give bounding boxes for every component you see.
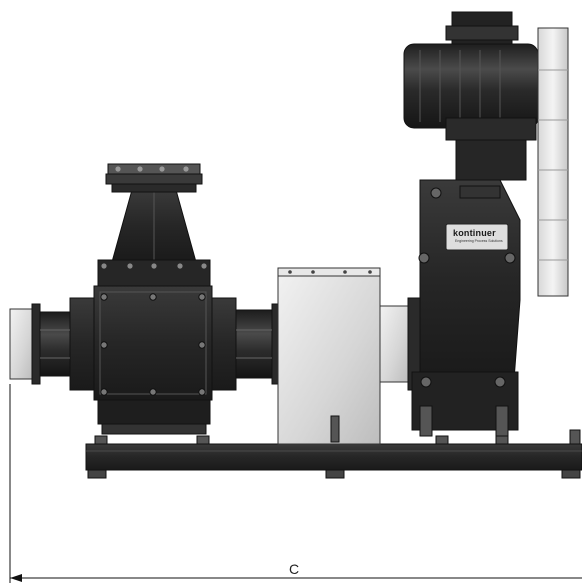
inlet-pipe [9, 297, 95, 391]
base-frame [85, 429, 582, 479]
brand-logo: kontinuer [453, 228, 496, 238]
coupling-guard [277, 267, 381, 445]
brand-tagline: Engineering Process Solutions [455, 239, 503, 243]
motor [403, 11, 539, 181]
fan-cover [537, 27, 569, 297]
dimension-label: C [289, 561, 300, 577]
dimension-c [9, 384, 582, 583]
bearing-housing [379, 297, 423, 391]
outlet-pipe [211, 297, 281, 391]
hopper [97, 163, 211, 287]
gearbox [411, 179, 521, 437]
pump-casing [93, 285, 213, 435]
